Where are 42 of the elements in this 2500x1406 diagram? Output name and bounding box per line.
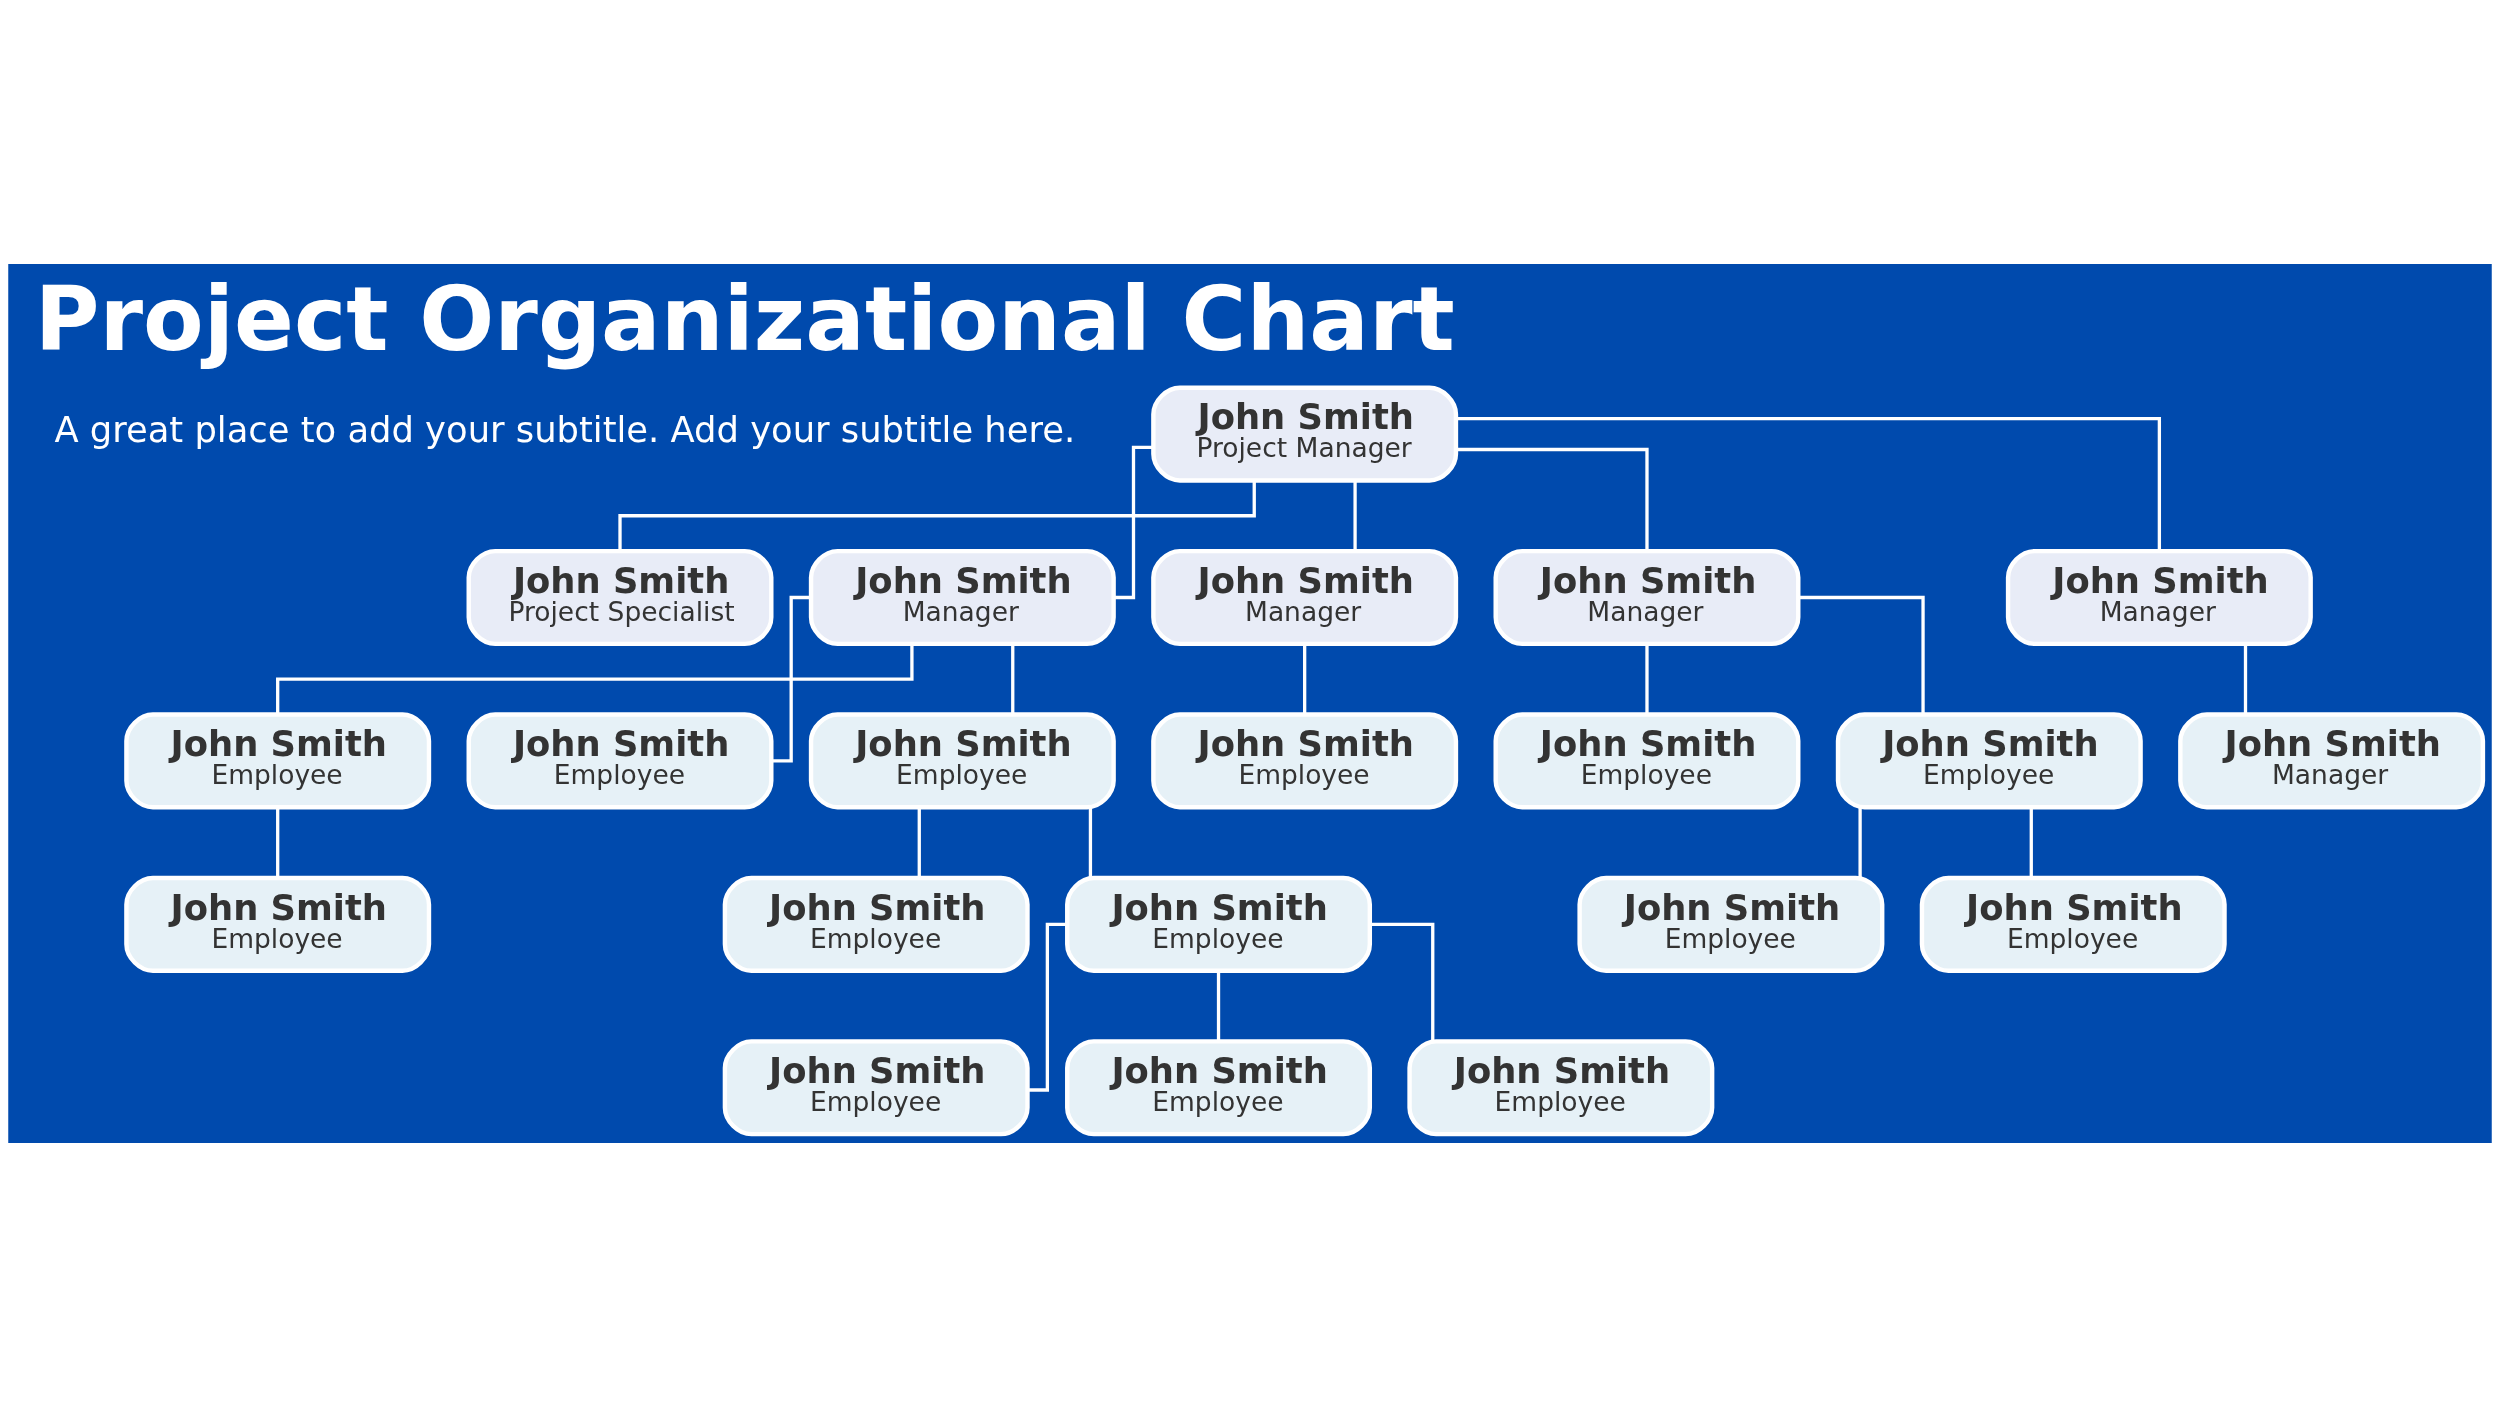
connector bbox=[276, 806, 280, 878]
connector bbox=[1011, 643, 1015, 714]
node-box: John Smith Manager bbox=[1493, 548, 1801, 646]
node-box: John Smith Manager bbox=[1151, 548, 1459, 646]
node-box: John Smith Employee bbox=[722, 1038, 1030, 1136]
node-box: John Smith Employee bbox=[466, 711, 774, 809]
node-box: John Smith Project Manager bbox=[1151, 384, 1459, 483]
node-box: John Smith Employee bbox=[124, 875, 432, 973]
node-box: John Smith Manager bbox=[2005, 548, 2313, 646]
connector bbox=[771, 595, 811, 763]
connector bbox=[1798, 595, 1925, 714]
connector bbox=[276, 643, 914, 714]
connector bbox=[1088, 806, 1093, 878]
node-box: John Smith Employee bbox=[1493, 711, 1801, 809]
connector bbox=[1303, 643, 1307, 714]
connector bbox=[1858, 806, 1862, 878]
node-box: John Smith Employee bbox=[1577, 875, 1885, 973]
node-box: John Smith Employee bbox=[1407, 1038, 1715, 1136]
node-box: John Smith Project Specialist bbox=[466, 548, 774, 646]
connector bbox=[1456, 416, 2162, 550]
node-box: John Smith Manager bbox=[2178, 711, 2486, 809]
node-box: John Smith Employee bbox=[1065, 1038, 1372, 1136]
connector bbox=[1027, 922, 1067, 1092]
node-box: John Smith Employee bbox=[808, 711, 1116, 809]
connector bbox=[1370, 922, 1435, 1041]
connector bbox=[2029, 806, 2033, 878]
node-box: John Smith Employee bbox=[722, 875, 1030, 973]
label: A great place to add your subtitle. Add your subtitle here. bbox=[54, 408, 1076, 450]
node-box: John Smith Employee bbox=[124, 711, 432, 809]
node-box: John Smith Employee bbox=[1919, 875, 2227, 973]
connector bbox=[1645, 643, 1649, 714]
connector bbox=[1456, 447, 1649, 551]
node-box: John Smith Employee bbox=[1151, 711, 1459, 809]
node-box: John Smith Employee bbox=[1835, 711, 2143, 809]
connector bbox=[1113, 445, 1154, 599]
connector bbox=[917, 806, 921, 878]
connector bbox=[2243, 643, 2248, 714]
connector bbox=[1216, 970, 1221, 1041]
node-box: John Smith Employee bbox=[1065, 875, 1372, 973]
connector bbox=[1353, 479, 1357, 551]
node-box: John Smith Manager bbox=[808, 548, 1116, 646]
diagram-title: Project Organizational Chart bbox=[34, 267, 1455, 371]
